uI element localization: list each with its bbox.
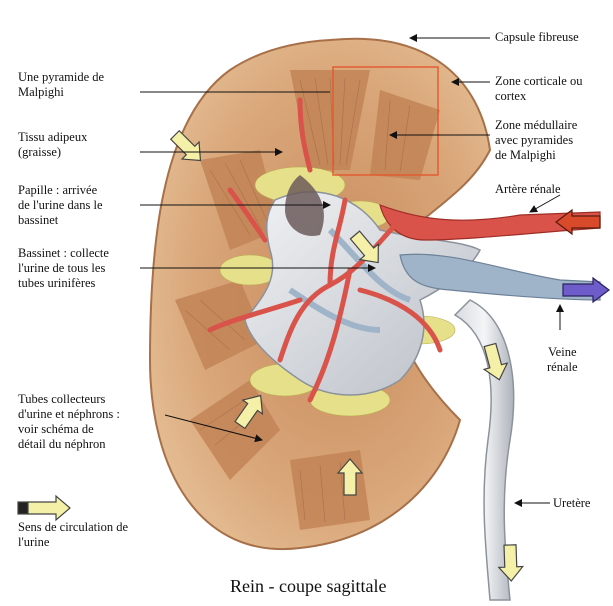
label-capsule: Capsule fibreuse <box>495 30 579 45</box>
label-bassinet-line1: Bassinet : collecte <box>18 246 109 261</box>
label-medullaire: Zone médullaire avec pyramides de Malpig… <box>495 118 577 163</box>
label-pyramide-line2: Malpighi <box>18 85 104 100</box>
label-tissu-line1: Tissu adipeux <box>18 130 87 145</box>
label-uretere-line1: Uretère <box>553 496 590 511</box>
label-tissu-line2: (graisse) <box>18 145 87 160</box>
label-corticale-line2: cortex <box>495 89 582 104</box>
legend-arrow <box>18 496 70 520</box>
label-veine: Veine rénale <box>547 345 578 375</box>
label-papille-line3: bassinet <box>18 213 103 228</box>
label-tubes: Tubes collecteurs d'urine et néphrons : … <box>18 392 120 452</box>
label-tubes-line1: Tubes collecteurs <box>18 392 120 407</box>
label-bassinet: Bassinet : collecte l'urine de tous les … <box>18 246 109 291</box>
label-artere: Artère rénale <box>495 182 561 197</box>
label-pyramide-line1: Une pyramide de <box>18 70 104 85</box>
label-bassinet-line2: l'urine de tous les <box>18 261 109 276</box>
label-papille-line1: Papille : arrivée <box>18 183 103 198</box>
label-tubes-line3: voir schéma de <box>18 422 120 437</box>
label-medullaire-line1: Zone médullaire <box>495 118 577 133</box>
label-tubes-line2: d'urine et néphrons : <box>18 407 120 422</box>
legend-text: Sens de circulation de l'urine <box>18 520 128 550</box>
label-medullaire-line3: de Malpighi <box>495 148 577 163</box>
legend-line1: Sens de circulation de <box>18 520 128 535</box>
label-pyramide: Une pyramide de Malpighi <box>18 70 104 100</box>
label-veine-line2: rénale <box>547 360 578 375</box>
label-tubes-line4: détail du néphron <box>18 437 120 452</box>
label-tissu: Tissu adipeux (graisse) <box>18 130 87 160</box>
label-papille-line2: de l'urine dans le <box>18 198 103 213</box>
label-capsule-line1: Capsule fibreuse <box>495 30 579 45</box>
label-veine-line1: Veine <box>547 345 578 360</box>
label-artere-line1: Artère rénale <box>495 182 561 197</box>
label-uretere: Uretère <box>553 496 590 511</box>
label-corticale-line1: Zone corticale ou <box>495 74 582 89</box>
label-bassinet-line3: tubes urinifères <box>18 276 109 291</box>
legend-line2: l'urine <box>18 535 128 550</box>
label-corticale: Zone corticale ou cortex <box>495 74 582 104</box>
diagram-title: Rein - coupe sagittale <box>230 576 386 597</box>
label-papille: Papille : arrivée de l'urine dans le bas… <box>18 183 103 228</box>
label-medullaire-line2: avec pyramides <box>495 133 577 148</box>
